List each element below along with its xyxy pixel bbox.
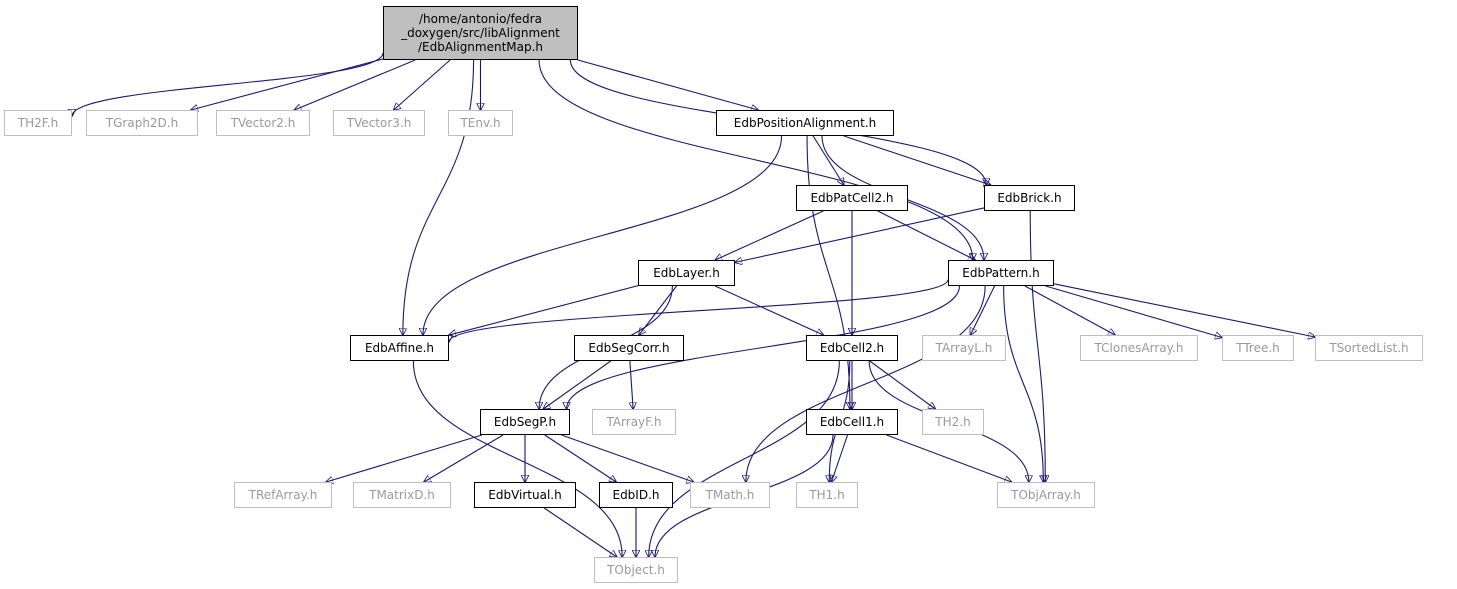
edge-edbpattern-to-tclonesarray	[1024, 285, 1115, 335]
edge-edblayer-to-edbaffine	[449, 285, 639, 335]
node-tsortedlist[interactable]: TSortedList.h	[1315, 335, 1423, 361]
node-edbsegp[interactable]: EdbSegP.h	[480, 409, 570, 435]
edge-edbpattern-to-tarrayl	[970, 285, 996, 335]
root-file-node[interactable]: /home/antonio/fedra _doxygen/src/libAlig…	[383, 6, 578, 60]
node-tobject[interactable]: TObject.h	[594, 557, 678, 583]
node-th2f[interactable]: TH2F.h	[4, 110, 72, 136]
node-tarrayf[interactable]: TArrayF.h	[592, 409, 676, 435]
node-tarrayl[interactable]: TArrayL.h	[922, 335, 1006, 361]
node-tclonesarray[interactable]: TClonesArray.h	[1080, 335, 1198, 361]
edge-edbbrick-to-tobjarray	[1029, 210, 1045, 482]
edge-edbpositionalignment-to-edbcell1	[806, 135, 850, 409]
edge-edbbrick-to-edblayer	[735, 207, 985, 262]
edge-edbcell1-to-tobjarray	[886, 434, 1012, 482]
edge-edbsegcorr-to-edbsegp	[543, 360, 612, 409]
node-th1[interactable]: TH1.h	[796, 482, 858, 508]
node-edblayer[interactable]: EdbLayer.h	[638, 260, 735, 286]
node-edbpatcell2[interactable]: EdbPatCell2.h	[796, 185, 908, 211]
edge-edbsegp-to-edbid	[544, 434, 616, 482]
edge-edbpatcell2-to-edblayer	[715, 210, 824, 260]
edge-edbsegp-to-tmath	[561, 434, 694, 482]
node-tobjarray[interactable]: TObjArray.h	[997, 482, 1095, 508]
edge-edbpattern-to-ttree	[1045, 285, 1222, 337]
edge-root-to-edbaffine	[403, 59, 475, 335]
root-file-line-1: /home/antonio/fedra	[419, 12, 542, 26]
edge-edbcell1-to-th1	[831, 434, 849, 482]
edge-root-to-th2f	[72, 52, 384, 116]
node-edbsegcorr[interactable]: EdbSegCorr.h	[574, 335, 684, 361]
edge-edbsegcorr-to-tarrayf	[630, 360, 633, 409]
edge-edbpositionalignment-to-edbpatcell2	[812, 135, 844, 185]
node-edbvirtual[interactable]: EdbVirtual.h	[474, 482, 576, 508]
root-file-line-3: /EdbAlignmentMap.h	[417, 40, 544, 54]
node-edbaffine[interactable]: EdbAffine.h	[350, 335, 449, 361]
node-tmath[interactable]: TMath.h	[690, 482, 770, 508]
edge-root-to-tgraph2d	[191, 58, 384, 110]
node-edbcell1[interactable]: EdbCell1.h	[806, 409, 898, 435]
node-edbbrick[interactable]: EdbBrick.h	[984, 185, 1075, 211]
edge-edbpositionalignment-to-edbbrick	[843, 135, 991, 185]
edge-edbpattern-to-edbsegp	[567, 285, 961, 409]
edge-edbpositionalignment-to-edbaffine	[423, 135, 783, 335]
edge-edbcell2-to-th2	[869, 360, 936, 409]
edge-root-to-edbpattern	[538, 59, 973, 260]
edge-root-to-tvector3	[394, 59, 451, 110]
root-file-line-2: _doxygen/src/libAlignment	[401, 26, 560, 40]
node-tvector2[interactable]: TVector2.h	[216, 110, 310, 136]
node-tenv[interactable]: TEnv.h	[448, 110, 513, 136]
edge-edbpatcell2-to-edbpattern	[877, 210, 975, 260]
node-tmatrixd[interactable]: TMatrixD.h	[353, 482, 451, 508]
edge-edbpattern-to-tsortedlist	[1053, 283, 1315, 337]
edge-edbpattern-to-tobjarray	[1003, 285, 1044, 482]
edge-edbsegp-to-tmatrixd	[424, 434, 504, 482]
edge-edbaffine-to-tobject	[412, 360, 622, 557]
edge-edbsegp-to-trefarray	[326, 434, 483, 482]
node-trefarray[interactable]: TRefArray.h	[234, 482, 332, 508]
node-edbid[interactable]: EdbID.h	[599, 482, 673, 508]
node-tvector3[interactable]: TVector3.h	[333, 110, 425, 136]
edge-edbpattern-to-edbaffine	[449, 279, 949, 342]
node-tgraph2d[interactable]: TGraph2D.h	[86, 110, 198, 136]
node-th2[interactable]: TH2.h	[922, 409, 984, 435]
edge-root-to-edbpositionalignment	[577, 59, 758, 110]
node-edbcell2[interactable]: EdbCell2.h	[806, 335, 898, 361]
edge-edbcell2-to-tobject	[649, 360, 840, 557]
edge-root-to-tvector2	[294, 59, 416, 110]
edge-edbpattern-to-tmath	[746, 285, 986, 482]
node-ttree[interactable]: TTree.h	[1222, 335, 1294, 361]
edge-edbvirtual-to-tobject	[543, 507, 617, 557]
node-edbpositionalignment[interactable]: EdbPositionAlignment.h	[716, 110, 894, 136]
node-edbpattern[interactable]: EdbPattern.h	[948, 260, 1054, 286]
edge-edblayer-to-edbcell2	[714, 285, 823, 335]
